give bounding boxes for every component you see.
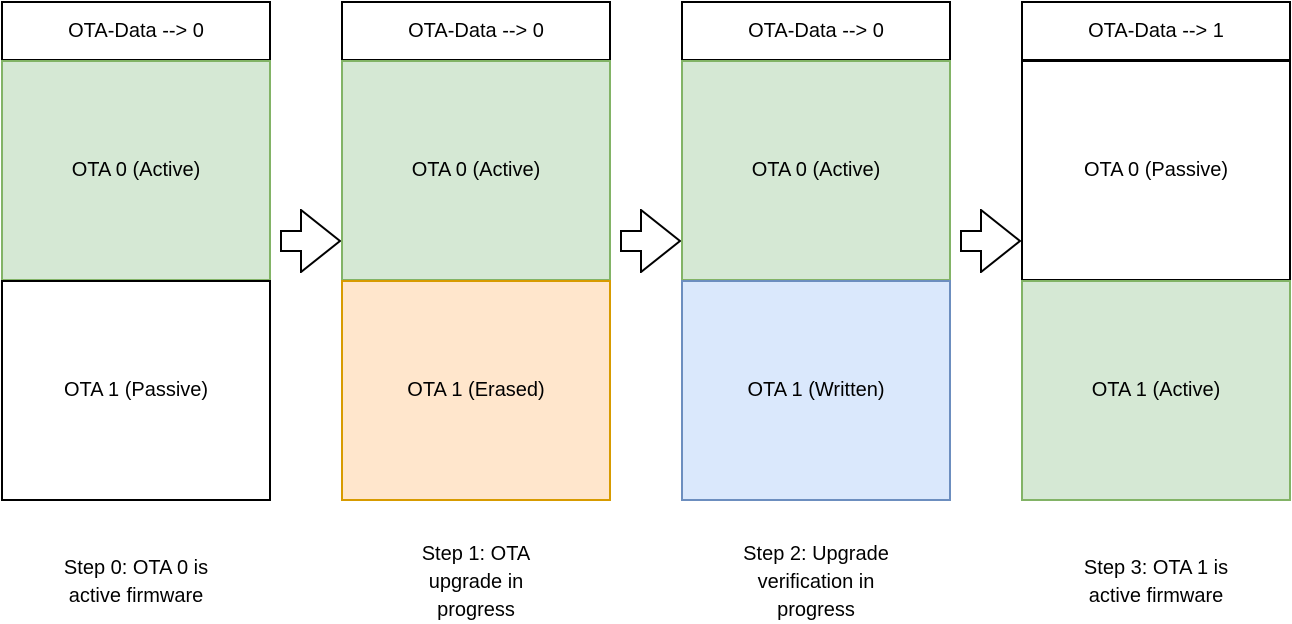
ota0-partition: OTA 0 (Active) <box>681 60 951 281</box>
caption-line: active firmware <box>68 585 204 607</box>
ota-data-header: OTA-Data --> 1 <box>1021 1 1291 61</box>
ota1-partition: OTA 1 (Active) <box>1021 280 1291 501</box>
step-caption: Step 3: OTA 1 is active firmware <box>1021 554 1291 610</box>
ota-data-header: OTA-Data --> 0 <box>681 1 951 61</box>
caption-line: upgrade in <box>428 571 524 593</box>
step-caption: Step 2: Upgrade verification in progress <box>681 540 951 624</box>
right-arrow-icon <box>280 209 342 273</box>
step-caption: Step 1: OTA upgrade in progress <box>341 540 611 624</box>
caption-line: verification in <box>757 571 875 593</box>
ota0-partition: OTA 0 (Active) <box>341 60 611 281</box>
caption-line: Step 3: OTA 1 is <box>1083 557 1229 579</box>
ota1-partition: OTA 1 (Written) <box>681 280 951 501</box>
caption-line: progress <box>777 599 855 621</box>
ota-data-header: OTA-Data --> 0 <box>341 1 611 61</box>
caption-line: active firmware <box>1088 585 1224 607</box>
right-arrow-icon <box>620 209 682 273</box>
ota1-partition: OTA 1 (Erased) <box>341 280 611 501</box>
ota1-partition: OTA 1 (Passive) <box>1 280 271 501</box>
caption-line: Step 0: OTA 0 is <box>63 557 209 579</box>
right-arrow-icon <box>960 209 1022 273</box>
caption-line: Step 1: OTA <box>421 543 531 565</box>
ota0-partition: OTA 0 (Passive) <box>1021 60 1291 281</box>
caption-line: progress <box>437 599 515 621</box>
step-caption: Step 0: OTA 0 is active firmware <box>1 554 271 610</box>
caption-line: Step 2: Upgrade <box>743 543 889 565</box>
ota0-partition: OTA 0 (Active) <box>1 60 271 281</box>
ota-data-header: OTA-Data --> 0 <box>1 1 271 61</box>
